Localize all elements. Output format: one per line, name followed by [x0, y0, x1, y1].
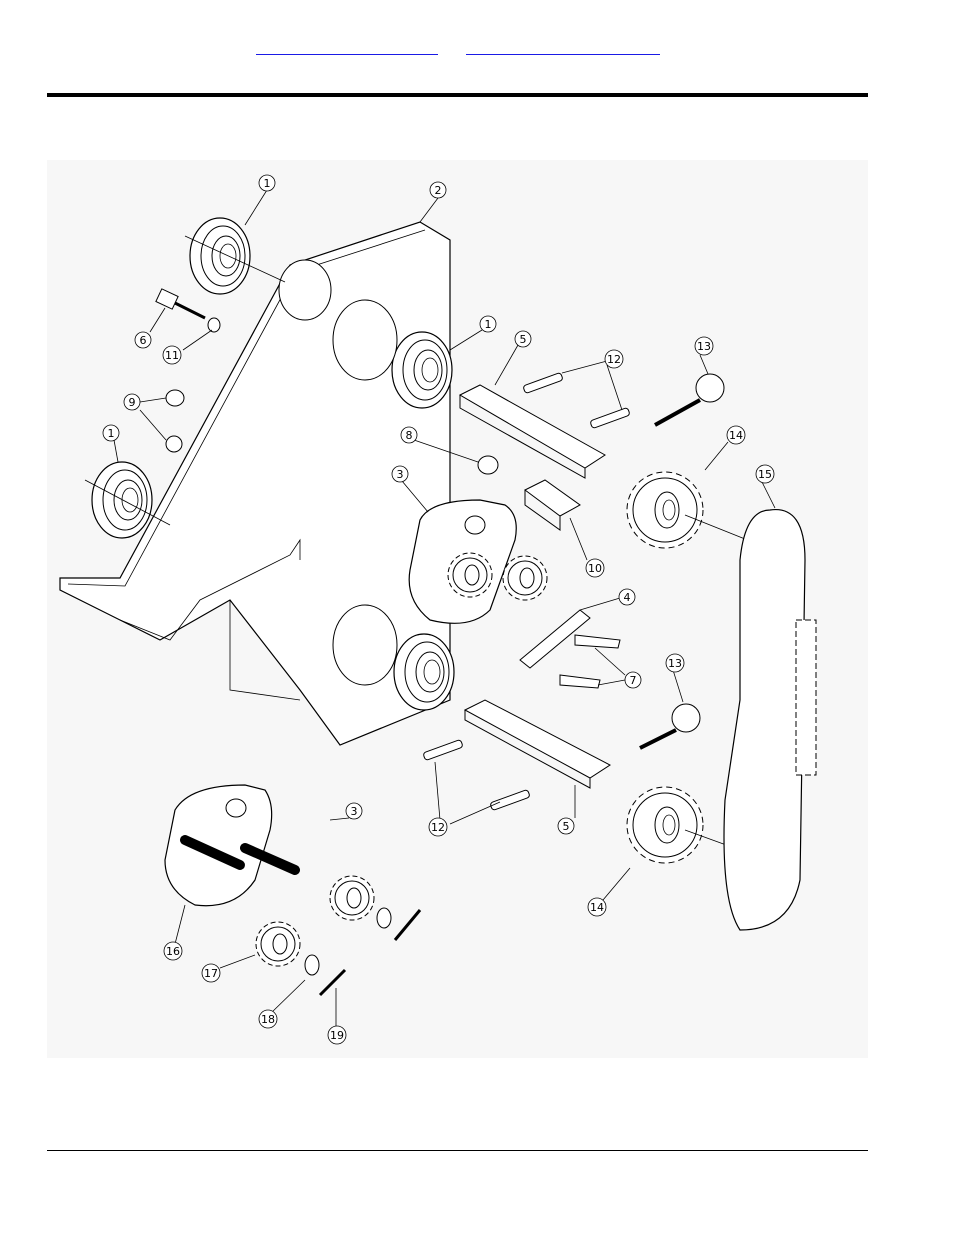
- svg-text:19: 19: [330, 1029, 344, 1042]
- svg-text:14: 14: [590, 901, 604, 914]
- svg-text:6: 6: [140, 334, 147, 347]
- svg-text:1: 1: [108, 427, 115, 440]
- callout: 1: [480, 316, 496, 332]
- svg-text:5: 5: [563, 820, 570, 833]
- svg-text:12: 12: [431, 821, 445, 834]
- callout: 14: [727, 426, 745, 444]
- callout: 13: [666, 654, 684, 672]
- callout: 5: [515, 331, 531, 347]
- callout: 15: [756, 465, 774, 483]
- svg-text:16: 16: [166, 945, 180, 958]
- callout: 3: [392, 466, 408, 482]
- callout: 12: [429, 818, 447, 836]
- callout: 16: [164, 942, 182, 960]
- callout: 9: [124, 394, 140, 410]
- callout: 6: [135, 332, 151, 348]
- svg-text:4: 4: [624, 591, 631, 604]
- svg-text:12: 12: [607, 353, 621, 366]
- svg-text:1: 1: [485, 318, 492, 331]
- svg-text:11: 11: [165, 349, 179, 362]
- callout: 18: [259, 1010, 277, 1028]
- callout: 12: [605, 350, 623, 368]
- svg-text:14: 14: [729, 429, 743, 442]
- callout: 8: [401, 427, 417, 443]
- svg-text:17: 17: [204, 967, 218, 980]
- callout: 14: [588, 898, 606, 916]
- callout: 2: [430, 182, 446, 198]
- svg-text:3: 3: [397, 468, 404, 481]
- callout: 19: [328, 1026, 346, 1044]
- svg-text:10: 10: [588, 562, 602, 575]
- svg-text:13: 13: [697, 340, 711, 353]
- callout: 5: [558, 818, 574, 834]
- svg-text:5: 5: [520, 333, 527, 346]
- callout: 3: [346, 803, 362, 819]
- svg-text:13: 13: [668, 657, 682, 670]
- footer-rule: [47, 1150, 868, 1151]
- callout: 1: [103, 425, 119, 441]
- svg-text:1: 1: [264, 177, 271, 190]
- callout: 4: [619, 589, 635, 605]
- callout: [625, 672, 641, 688]
- callout: 13: [695, 337, 713, 355]
- svg-text:3: 3: [351, 805, 358, 818]
- svg-text:9: 9: [129, 396, 136, 409]
- svg-text:8: 8: [406, 429, 413, 442]
- callout: 11: [163, 346, 181, 364]
- svg-text:15: 15: [758, 468, 772, 481]
- svg-text:2: 2: [435, 184, 442, 197]
- svg-text:18: 18: [261, 1013, 275, 1026]
- callout: 17: [202, 964, 220, 982]
- callout: 1: [259, 175, 275, 191]
- callout: 10: [586, 559, 604, 577]
